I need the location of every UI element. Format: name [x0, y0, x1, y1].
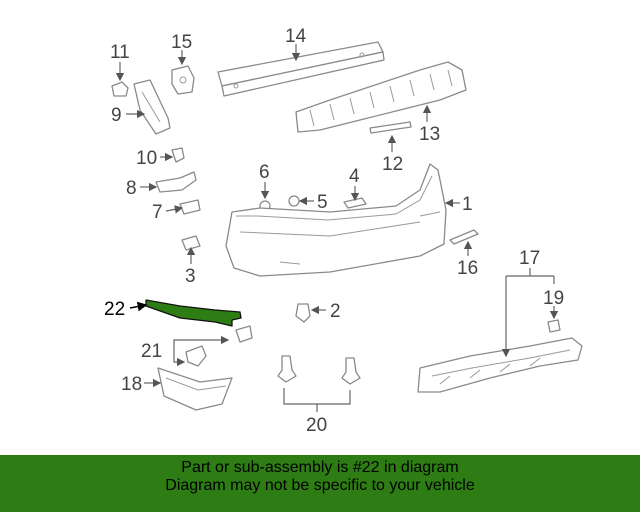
part-3-clip[interactable]: [181, 235, 201, 251]
label-7: 7: [152, 202, 163, 223]
part-21-bracket-b[interactable]: [185, 345, 207, 367]
label-21: 21: [141, 341, 162, 362]
part-14-reinforcement[interactable]: [217, 41, 385, 97]
part-5-nut[interactable]: [288, 195, 300, 207]
part-11-clip[interactable]: [111, 81, 129, 97]
part-8-bracket[interactable]: [155, 171, 197, 193]
part-16-reflector[interactable]: [449, 229, 479, 245]
label-3: 3: [185, 266, 196, 287]
label-5: 5: [317, 192, 328, 213]
label-4: 4: [349, 166, 360, 187]
label-20: 20: [306, 415, 327, 436]
label-18: 18: [121, 374, 142, 395]
part-20-clip-right[interactable]: [341, 357, 361, 385]
part-labels: 11 15 14 9 13 12 10 8 7 6 5 4 1 3 16 17 …: [104, 26, 564, 436]
part-9-side-bracket[interactable]: [133, 79, 171, 135]
part-19-clip[interactable]: [547, 319, 561, 333]
label-6: 6: [259, 162, 270, 183]
part-20-clip-left[interactable]: [277, 355, 297, 383]
label-16: 16: [457, 258, 478, 279]
part-2-fastener[interactable]: [295, 303, 311, 323]
leader-lines: [115, 44, 559, 412]
label-8: 8: [126, 178, 137, 199]
label-12: 12: [382, 154, 403, 175]
label-2: 2: [330, 301, 341, 322]
banner-line-1: Part or sub-assembly is #22 in diagram: [181, 459, 459, 476]
part-7-bracket[interactable]: [179, 199, 201, 215]
part-1-bumper-cover[interactable]: [225, 163, 447, 277]
part-18-lower-trim[interactable]: [157, 367, 233, 411]
label-9: 9: [111, 105, 122, 126]
label-17: 17: [519, 248, 540, 269]
label-10: 10: [136, 148, 157, 169]
part-22-highlighted[interactable]: [145, 299, 242, 327]
info-banner: Part or sub-assembly is #22 in diagram D…: [0, 455, 640, 512]
label-19: 19: [543, 288, 564, 309]
part-21-bracket-a[interactable]: [235, 325, 253, 343]
part-17-diffuser[interactable]: [417, 337, 583, 393]
label-14: 14: [285, 26, 307, 47]
label-22: 22: [104, 299, 125, 320]
part-10-clip[interactable]: [171, 147, 185, 163]
part-15-bracket[interactable]: [171, 65, 195, 95]
banner-line-2: Diagram may not be specific to your vehi…: [165, 477, 475, 494]
parts-diagram: 11 15 14 9 13 12 10 8 7 6 5 4 1 3 16 17 …: [104, 26, 583, 436]
part-13-absorber[interactable]: [295, 61, 467, 133]
label-15: 15: [171, 32, 192, 53]
part-12-rod[interactable]: [369, 121, 412, 134]
label-11: 11: [110, 42, 130, 63]
label-13: 13: [419, 124, 440, 145]
label-1: 1: [462, 194, 473, 215]
